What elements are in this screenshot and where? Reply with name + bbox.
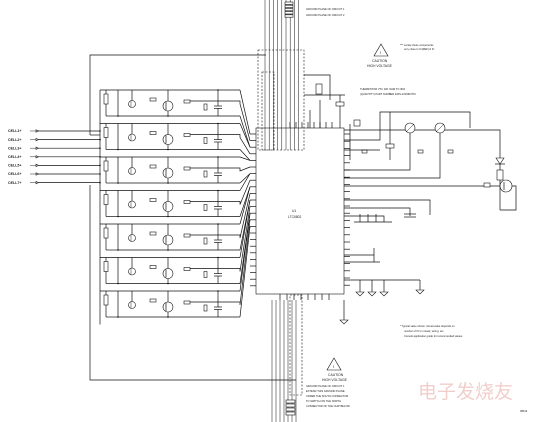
balance-resistor bbox=[103, 127, 109, 138]
warning-icon bbox=[326, 357, 342, 371]
north-connector-outline bbox=[257, 49, 305, 151]
cell-section bbox=[100, 89, 251, 148]
balance-mosfet bbox=[162, 301, 174, 313]
caution-bottom: ! CAUTION HIGH VOLTAGE bbox=[322, 357, 348, 382]
ic-pins-left bbox=[250, 133, 256, 287]
balance-mosfet bbox=[162, 167, 174, 179]
pnp-transistor bbox=[128, 267, 136, 276]
ic-part: LTC6802 bbox=[288, 215, 301, 219]
input-arrow-icon bbox=[35, 155, 40, 159]
balance-resistor bbox=[103, 194, 109, 205]
cell-label: CELL2+ bbox=[8, 138, 21, 142]
caution-top-title: CAUTION bbox=[372, 59, 388, 63]
ground-bottom-4: TO SWITCH ON THE NORTH bbox=[306, 399, 341, 403]
ground-bottom-3: UNDER THE SOUTH CONNECTOR bbox=[306, 394, 348, 398]
caution-bottom-title: CAUTION bbox=[328, 373, 344, 377]
svg-text:!: ! bbox=[333, 365, 334, 369]
bottom-stack-wire bbox=[89, 185, 296, 381]
balance-resistor bbox=[103, 261, 109, 272]
typical-note-2: number of IC's in stack, wiring, etc. bbox=[404, 329, 444, 333]
north-connector-inner bbox=[261, 71, 275, 151]
north-connector-tags bbox=[284, 1, 294, 18]
pnp-transistor bbox=[128, 301, 136, 309]
ground-top-2: GROUND PLANE OF CIRCUIT 2 bbox=[306, 13, 345, 17]
balance-resistor bbox=[103, 294, 109, 306]
balance-mosfet bbox=[162, 134, 174, 145]
balance-resistor bbox=[103, 93, 109, 105]
thermistor-note-1: THERMISTOR VTC 10K OHM TO 3KΩ bbox=[360, 87, 405, 91]
typical-note-1: * Typical value shown. Actual value depe… bbox=[400, 324, 455, 328]
cell-label: CELL6+ bbox=[8, 172, 21, 176]
input-arrow-icon bbox=[35, 163, 40, 168]
input-arrow-icon bbox=[35, 172, 40, 176]
reference-capacitors bbox=[339, 199, 431, 325]
ground-bottom-5: CONNECTOR OF THE CHIP BELOW bbox=[306, 404, 350, 408]
input-arrow-icon bbox=[35, 137, 40, 142]
ic-pins-top bbox=[289, 122, 333, 128]
cell-label: CELL5+ bbox=[8, 164, 21, 168]
cell-label: CELL7+ bbox=[8, 181, 21, 185]
input-arrow-icon bbox=[35, 180, 40, 185]
balance-mosfet bbox=[162, 201, 174, 212]
balance-mosfet bbox=[162, 268, 174, 279]
north-connector-bus bbox=[264, 0, 299, 150]
ground-symbol bbox=[415, 289, 425, 295]
thermistor-section bbox=[344, 111, 501, 179]
balance-mosfet bbox=[162, 234, 174, 246]
input-arrow-icon bbox=[35, 146, 40, 150]
cell-label: CELL4+ bbox=[8, 155, 21, 159]
cell-balancing-network bbox=[90, 89, 251, 325]
caution-top: ! CAUTION HIGH VOLTAGE bbox=[367, 43, 393, 68]
locate-note-1: *** Locate these components bbox=[400, 43, 434, 47]
caution-top-sub: HIGH VOLTAGE bbox=[367, 64, 393, 68]
cell-input-labels: CELL1+ CELL2+ CELL3+ CELL4+ CELL5+ CELL6+ CELL… bbox=[8, 129, 101, 185]
warning-icon bbox=[373, 43, 389, 57]
input-arrow-icon bbox=[35, 129, 40, 133]
svg-text:!: ! bbox=[380, 51, 381, 55]
pnp-transistor bbox=[128, 167, 136, 175]
output-mosfet bbox=[499, 179, 513, 193]
cell-label: CELL3+ bbox=[8, 146, 21, 150]
pnp-transistor bbox=[128, 100, 136, 108]
ic-body bbox=[255, 127, 345, 295]
figure-code: 08613 bbox=[520, 409, 528, 413]
typical-note-3: Consult application guide for recommende… bbox=[404, 334, 463, 338]
thermistor-note-2: (QUANTITY) PART NUMBER FA6V-103/3D4TM bbox=[360, 92, 416, 96]
cell-section bbox=[100, 186, 251, 251]
led-diode bbox=[495, 157, 505, 165]
cell-section bbox=[100, 199, 251, 285]
watermark: 电子发烧友 bbox=[418, 381, 513, 403]
top-stack-wire bbox=[89, 54, 266, 135]
cell-label: CELL1+ bbox=[8, 129, 21, 133]
output-switch bbox=[344, 150, 517, 211]
locate-note-2: very close to IC(REF)-0 IC bbox=[404, 47, 435, 51]
cell-section bbox=[100, 173, 251, 218]
pnp-transistor bbox=[128, 133, 136, 142]
cell-section bbox=[100, 156, 251, 184]
supply-filter bbox=[304, 74, 345, 128]
cell-section bbox=[100, 213, 251, 318]
balance-mosfet bbox=[162, 100, 174, 112]
ground-bottom-2: EXTEND THIS GROUND PLANE bbox=[306, 389, 345, 393]
balance-resistor bbox=[103, 227, 109, 239]
caution-bottom-sub: HIGH VOLTAGE bbox=[322, 378, 348, 382]
pnp-transistor bbox=[128, 200, 136, 209]
ic-designator: U1 bbox=[292, 209, 296, 213]
ic-pins-right bbox=[344, 133, 350, 286]
south-connector-tags bbox=[285, 399, 296, 416]
cell-section bbox=[100, 122, 251, 161]
ground-top-1: GROUND PLANE OF CIRCUIT 1 bbox=[306, 7, 345, 11]
ic-pins-bottom bbox=[279, 294, 330, 300]
pnp-transistor bbox=[128, 234, 136, 242]
balance-resistor bbox=[103, 160, 109, 172]
ground-bottom-1: GROUND PLANE OF CIRCUIT 1 bbox=[306, 384, 345, 388]
